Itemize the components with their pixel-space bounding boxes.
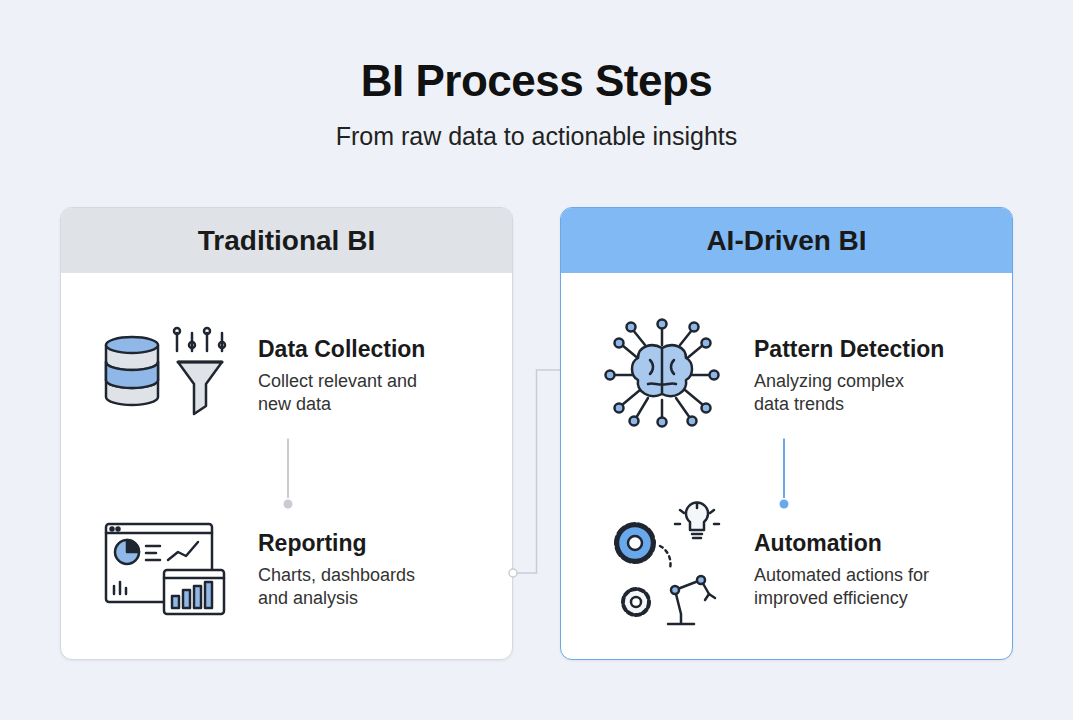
funnel-icon <box>174 328 225 414</box>
panel-title: AI-Driven BI <box>706 225 866 257</box>
step-description: Charts, dashboards and analysis <box>258 564 448 611</box>
process-step: ReportingCharts, dashboards and analysis <box>258 530 448 610</box>
connector <box>284 438 293 508</box>
database-icon <box>106 337 158 405</box>
diagram-subtitle: From raw data to actionable insights <box>0 122 1073 151</box>
connector <box>780 438 789 508</box>
process-step: Pattern DetectionAnalyzing complex data … <box>754 336 944 416</box>
step-description: Automated actions for improved efficienc… <box>754 564 969 611</box>
step-heading: Data Collection <box>258 336 425 364</box>
panel-box: Traditional BI Data CollectionCollect rel… <box>60 207 513 660</box>
brain-network-icon <box>606 320 719 427</box>
process-step: Data CollectionCollect relevant and new … <box>258 336 425 416</box>
step-heading: Automation <box>754 530 969 558</box>
step-description: Collect relevant and new data <box>258 370 418 417</box>
panel-box: AI-Driven BI Pattern DetectionAnalyzing c… <box>560 207 1013 660</box>
panel-header: AI-Driven BI <box>561 208 1012 273</box>
diagram-title: BI Process Steps <box>0 56 1073 106</box>
panel-title: Traditional BI <box>198 225 375 257</box>
panel-header: Traditional BI <box>61 208 512 273</box>
dashboard-icon <box>106 524 224 614</box>
connector <box>509 370 560 577</box>
step-heading: Reporting <box>258 530 448 558</box>
process-step: AutomationAutomated actions for improved… <box>754 530 969 610</box>
step-description: Analyzing complex data trends <box>754 370 944 417</box>
step-heading: Pattern Detection <box>754 336 944 364</box>
automation-icon <box>617 503 719 624</box>
